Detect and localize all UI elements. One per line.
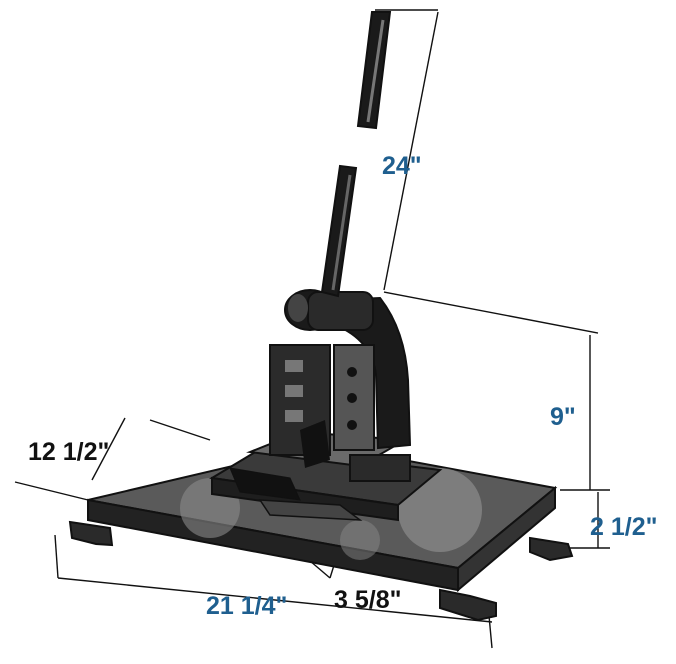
handle-dimension-lines: [375, 9, 599, 334]
lever-handle: [320, 11, 392, 298]
base-feet: [68, 520, 574, 622]
base-height-label: 2 1/2": [590, 513, 657, 541]
handle-length-label: 24": [382, 152, 422, 180]
press-frame: [269, 296, 412, 468]
base-depth-label: 12 1/2": [28, 438, 109, 466]
press-head: [284, 289, 374, 331]
base-plate: [87, 443, 558, 593]
height-dimension-lines: [560, 335, 610, 549]
depth-dimension-lines: [14, 417, 211, 501]
throat-depth-label: 3 5/8": [334, 586, 401, 614]
body-height-label: 9": [550, 403, 576, 431]
base-width-label: 21 1/4": [206, 592, 287, 620]
